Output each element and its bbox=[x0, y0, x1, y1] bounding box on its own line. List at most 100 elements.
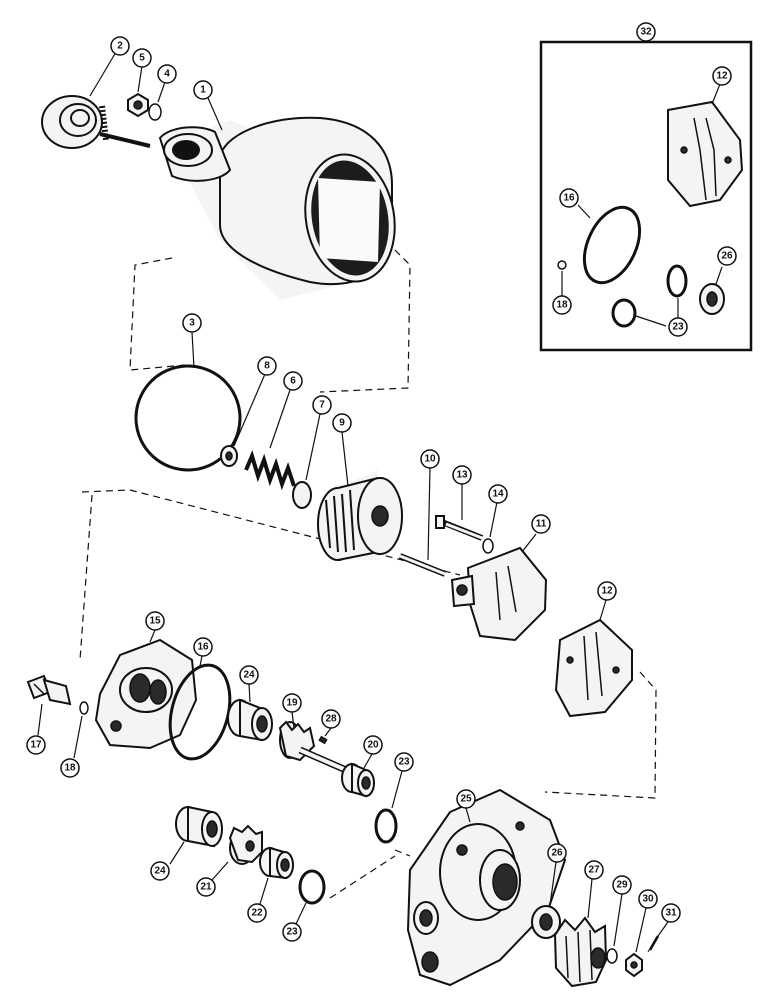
cotter-pin bbox=[647, 935, 660, 953]
svg-text:3: 3 bbox=[189, 318, 195, 329]
callout-30: 30 bbox=[638, 889, 658, 909]
svg-text:16: 16 bbox=[197, 642, 209, 653]
svg-text:19: 19 bbox=[286, 698, 298, 709]
callout-20: 20 bbox=[363, 735, 383, 755]
inset-o-ring-large bbox=[582, 205, 642, 285]
svg-text:23: 23 bbox=[286, 927, 298, 938]
callout-23-lower: 23 bbox=[282, 922, 302, 942]
inset-callout-23: 23 bbox=[668, 317, 688, 337]
callout-13: 13 bbox=[452, 465, 472, 485]
callout-1: 1 bbox=[193, 80, 213, 100]
callout-32: 32 bbox=[636, 22, 656, 42]
fitting bbox=[26, 674, 72, 706]
callout-4: 4 bbox=[157, 64, 177, 84]
callout-11: 11 bbox=[531, 514, 551, 534]
callout-15: 15 bbox=[145, 611, 165, 631]
svg-text:12: 12 bbox=[716, 71, 728, 82]
shaft-seal bbox=[531, 905, 561, 939]
svg-text:13: 13 bbox=[456, 470, 468, 481]
svg-text:23: 23 bbox=[672, 322, 684, 333]
callout-17: 17 bbox=[26, 735, 46, 755]
gear-washer bbox=[606, 948, 618, 964]
callout-27: 27 bbox=[584, 860, 604, 880]
seal-kit-inset: 32 12 16 18 23 26 bbox=[539, 22, 753, 352]
callout-21: 21 bbox=[196, 877, 216, 897]
callout-31: 31 bbox=[661, 903, 681, 923]
callout-19: 19 bbox=[282, 693, 302, 713]
svg-text:7: 7 bbox=[319, 400, 325, 411]
bushing-upper bbox=[227, 698, 273, 742]
svg-text:23: 23 bbox=[398, 757, 410, 768]
callout-6: 6 bbox=[283, 371, 303, 391]
svg-text:18: 18 bbox=[556, 300, 568, 311]
callout-25: 25 bbox=[456, 789, 476, 809]
lock-washer bbox=[482, 538, 494, 554]
inset-callout-12: 12 bbox=[712, 66, 732, 86]
svg-text:8: 8 bbox=[264, 361, 270, 372]
svg-text:4: 4 bbox=[164, 69, 170, 80]
filler-cap bbox=[41, 95, 151, 149]
bushing-lower bbox=[175, 805, 223, 848]
bolt bbox=[435, 515, 484, 541]
svg-text:18: 18 bbox=[64, 763, 76, 774]
inset-o-ring-small-b bbox=[611, 298, 637, 328]
callout-26: 26 bbox=[547, 843, 567, 863]
reservoir bbox=[158, 116, 396, 300]
svg-text:16: 16 bbox=[563, 193, 575, 204]
callout-10: 10 bbox=[420, 449, 440, 469]
svg-text:1: 1 bbox=[200, 85, 206, 96]
pump-housing bbox=[406, 788, 567, 987]
callout-14: 14 bbox=[488, 484, 508, 504]
spring bbox=[244, 450, 296, 491]
callout-28: 28 bbox=[321, 709, 341, 729]
callout-9: 9 bbox=[332, 413, 352, 433]
callout-5: 5 bbox=[132, 48, 152, 68]
gear-nut bbox=[625, 952, 643, 978]
svg-text:26: 26 bbox=[551, 848, 563, 859]
svg-text:5: 5 bbox=[139, 53, 145, 64]
spring-seat bbox=[292, 481, 312, 509]
svg-text:21: 21 bbox=[200, 882, 212, 893]
svg-text:15: 15 bbox=[149, 616, 161, 627]
idler-gear bbox=[228, 824, 263, 865]
retainer-ring bbox=[220, 445, 238, 467]
fitting-washer bbox=[79, 701, 89, 715]
inset-cover-plate bbox=[667, 100, 744, 208]
filter-element bbox=[317, 470, 403, 561]
assembly-guide-lower bbox=[79, 489, 657, 899]
pump-flange bbox=[94, 638, 198, 750]
callout-7: 7 bbox=[312, 395, 332, 415]
inset-callout-16: 16 bbox=[559, 188, 579, 208]
o-ring-small-lower bbox=[298, 869, 326, 905]
bushing-right bbox=[341, 762, 375, 798]
callout-29: 29 bbox=[612, 875, 632, 895]
svg-text:9: 9 bbox=[339, 418, 345, 429]
svg-text:31: 31 bbox=[665, 908, 677, 919]
callout-3: 3 bbox=[182, 313, 202, 333]
svg-text:17: 17 bbox=[30, 740, 42, 751]
svg-text:26: 26 bbox=[721, 251, 733, 262]
reservoir-o-ring bbox=[134, 364, 242, 472]
svg-text:20: 20 bbox=[367, 740, 379, 751]
callout-2: 2 bbox=[110, 36, 130, 56]
callout-16: 16 bbox=[193, 637, 213, 657]
callout-18: 18 bbox=[60, 758, 80, 778]
svg-text:12: 12 bbox=[601, 586, 613, 597]
svg-text:30: 30 bbox=[642, 894, 654, 905]
drive-gear bbox=[553, 916, 608, 988]
inset-o-ring-small-a bbox=[666, 264, 688, 298]
stud bbox=[398, 553, 447, 577]
inset-callout-18: 18 bbox=[552, 295, 572, 315]
svg-text:10: 10 bbox=[424, 454, 436, 465]
svg-text:2: 2 bbox=[117, 41, 123, 52]
svg-text:28: 28 bbox=[325, 714, 337, 725]
callout-24-upper: 24 bbox=[239, 665, 259, 685]
inset-small-washer bbox=[557, 260, 567, 270]
bushing-gear bbox=[259, 846, 294, 880]
assembly-guide-upper bbox=[129, 249, 411, 393]
nut bbox=[127, 92, 149, 118]
washer bbox=[148, 103, 162, 121]
filter-cover bbox=[450, 546, 548, 642]
callout-8: 8 bbox=[257, 356, 277, 376]
